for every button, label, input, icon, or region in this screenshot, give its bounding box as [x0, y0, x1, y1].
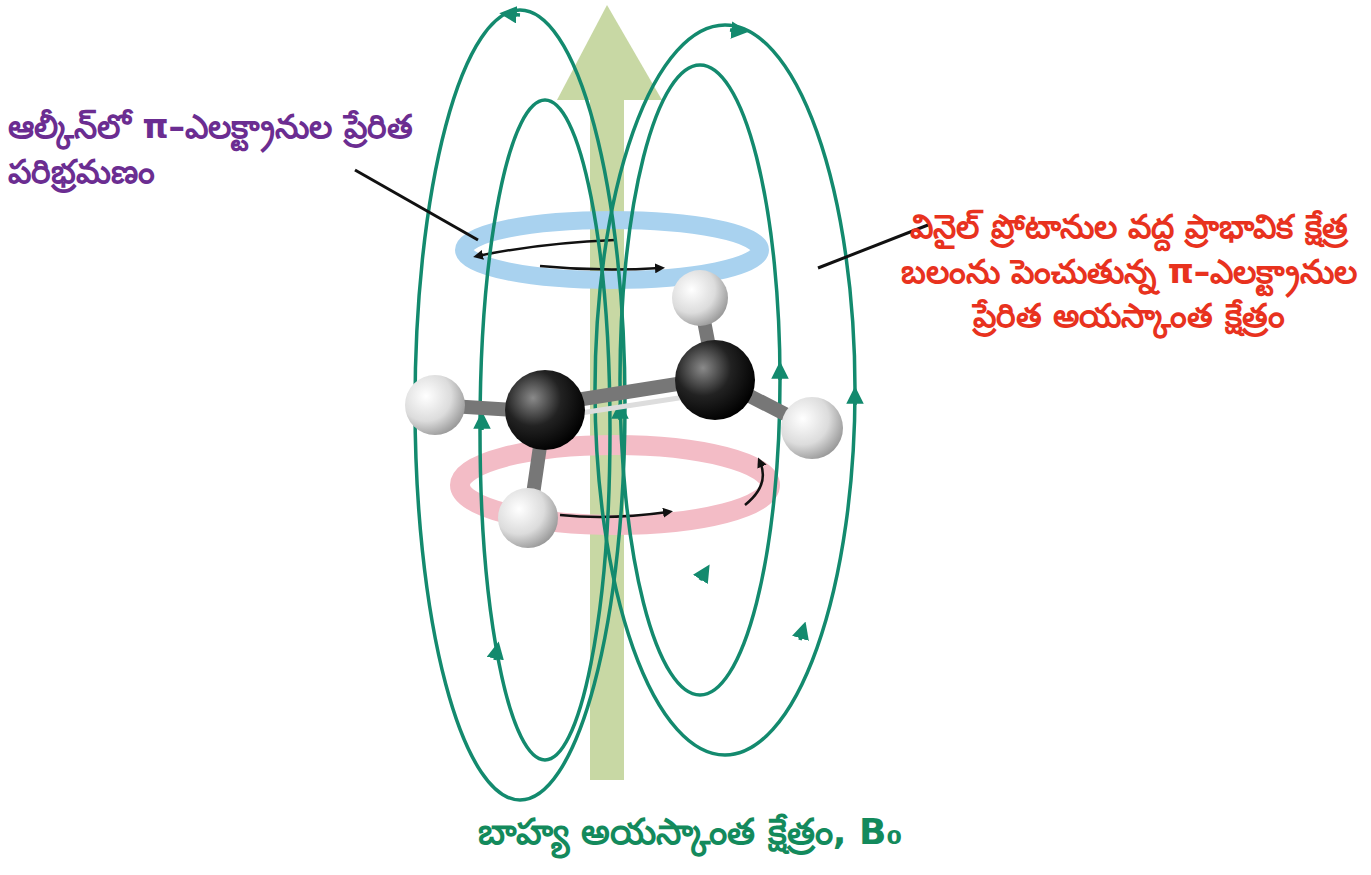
ring-label: ఆల్కీన్‌లో π–ఎలక్ట్రానుల ప్రేరిత పరిభ్రమ…	[8, 105, 448, 194]
pi-circulation-ring	[464, 220, 760, 280]
leader-line	[355, 170, 928, 268]
ethylene-molecule	[405, 270, 843, 548]
axis-label: బాహ్య అయస్కాంత క్షేత్రం, B₀	[350, 808, 1030, 857]
field-label: వినైల్ ప్రోటానుల వద్ద ప్రాభావిక క్షేత్ర …	[893, 205, 1365, 339]
induced-field-line	[415, 10, 855, 800]
